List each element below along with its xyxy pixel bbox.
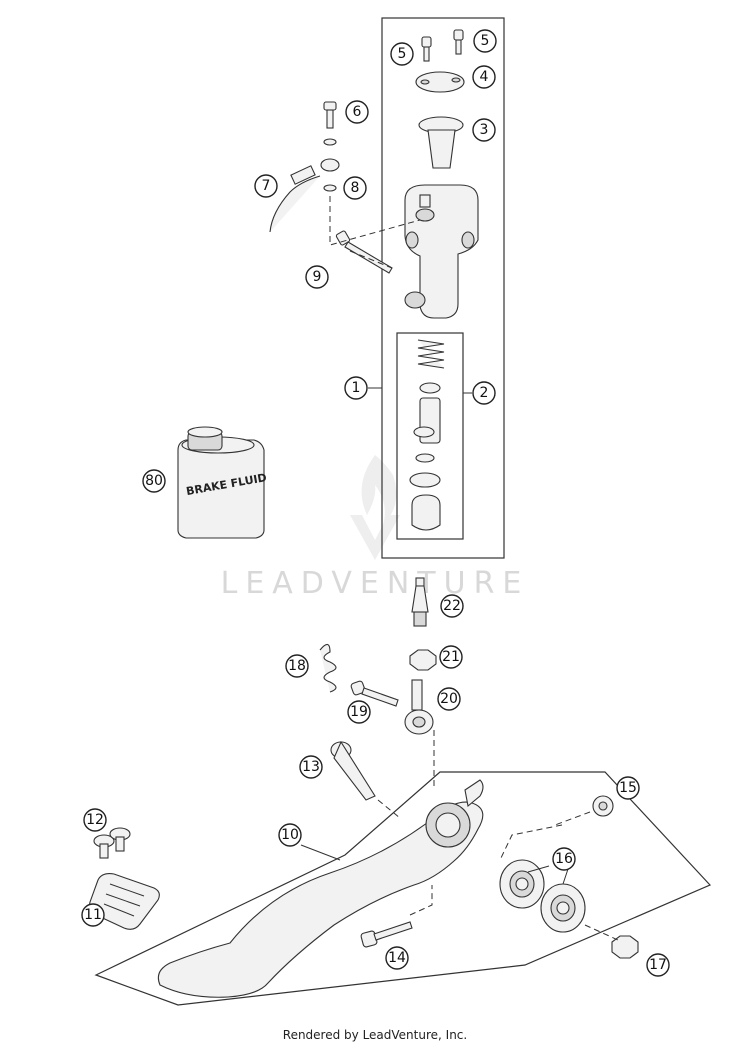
callout-11: 11	[81, 903, 105, 927]
svg-text:14: 14	[388, 950, 406, 966]
svg-text:19: 19	[350, 704, 368, 720]
svg-text:17: 17	[649, 957, 667, 973]
callout-5b: 5	[473, 29, 497, 53]
svg-text:8: 8	[351, 180, 360, 196]
svg-text:21: 21	[442, 649, 460, 665]
callout-1: 1	[344, 376, 368, 400]
callout-10: 10	[278, 823, 302, 847]
svg-text:22: 22	[443, 598, 461, 614]
screw-5b-icon	[453, 29, 464, 55]
leader-lines	[300, 196, 619, 941]
svg-text:10: 10	[281, 827, 299, 843]
bearing-a-icon	[499, 859, 545, 909]
footer-credit: Rendered by LeadVenture, Inc.	[282, 1028, 468, 1042]
repair-kit-frame	[396, 332, 464, 540]
reservoir-cap-icon	[415, 71, 465, 93]
svg-text:16: 16	[555, 851, 573, 867]
svg-text:5: 5	[481, 33, 490, 49]
master-cylinder-body-icon	[404, 184, 479, 319]
brake-fluid-can-icon	[177, 426, 265, 539]
svg-text:1: 1	[352, 380, 361, 396]
callout-19: 19	[347, 700, 371, 724]
callout-6: 6	[345, 100, 369, 124]
callout-8: 8	[343, 176, 367, 200]
clevis-eye-icon	[404, 679, 434, 735]
callout-15: 15	[616, 776, 640, 800]
callout-12: 12	[83, 808, 107, 832]
svg-text:6: 6	[353, 104, 362, 120]
screws-12-icon	[93, 827, 131, 859]
svg-text:5: 5	[398, 46, 407, 62]
svg-text:20: 20	[440, 691, 458, 707]
pivot-sleeve-icon	[330, 740, 376, 801]
brake-pedal-icon	[157, 779, 484, 998]
brake-hose-icon	[269, 158, 340, 233]
screw-5a-icon	[421, 36, 432, 62]
svg-text:3: 3	[480, 122, 489, 138]
callout-3: 3	[472, 118, 496, 142]
callout-9: 9	[305, 265, 329, 289]
svg-text:18: 18	[288, 658, 306, 674]
repair-kit-parts-icon	[409, 339, 445, 531]
callout-16: 16	[552, 847, 576, 871]
pivot-bolt-19-icon	[350, 680, 399, 707]
bolt-9-icon	[335, 230, 393, 274]
nut-icon	[409, 649, 437, 671]
watermark-text: LEADVENTURE	[221, 566, 530, 601]
nut-17-icon	[611, 935, 639, 959]
svg-text:13: 13	[302, 759, 320, 775]
callout-80: 80	[142, 469, 166, 493]
callout-14: 14	[385, 946, 409, 970]
callout-4: 4	[472, 65, 496, 89]
callout-22: 22	[440, 594, 464, 618]
svg-text:12: 12	[86, 812, 104, 828]
svg-text:11: 11	[84, 907, 102, 923]
svg-text:7: 7	[262, 178, 271, 194]
callout-5a: 5	[390, 42, 414, 66]
brake-pedal-assembly-frame	[94, 771, 712, 1006]
push-rod-icon	[411, 577, 429, 627]
return-spring-icon	[319, 643, 337, 693]
svg-text:2: 2	[480, 385, 489, 401]
diaphragm-icon	[418, 116, 464, 169]
callout-17: 17	[646, 953, 670, 977]
callout-13: 13	[299, 755, 323, 779]
svg-text:80: 80	[145, 473, 163, 489]
svg-text:15: 15	[619, 780, 637, 796]
svg-text:4: 4	[480, 69, 489, 85]
callout-2: 2	[472, 381, 496, 405]
callout-21: 21	[439, 645, 463, 669]
master-cylinder-kit-frame	[381, 17, 505, 559]
watermark-logo-icon	[350, 455, 400, 560]
svg-text:9: 9	[313, 269, 322, 285]
nut-15-icon	[592, 795, 614, 817]
bearing-b-icon	[540, 883, 586, 933]
banjo-bolt-icon	[323, 101, 337, 146]
callout-18: 18	[285, 654, 309, 678]
screw-14-icon	[360, 921, 413, 948]
callout-20: 20	[437, 687, 461, 711]
sealing-washer-icon	[323, 184, 337, 192]
callout-7: 7	[254, 174, 278, 198]
callouts: 1 2 3 4 5 5 6 7 8 9 10 11 12 13 14 15 16…	[81, 29, 670, 977]
